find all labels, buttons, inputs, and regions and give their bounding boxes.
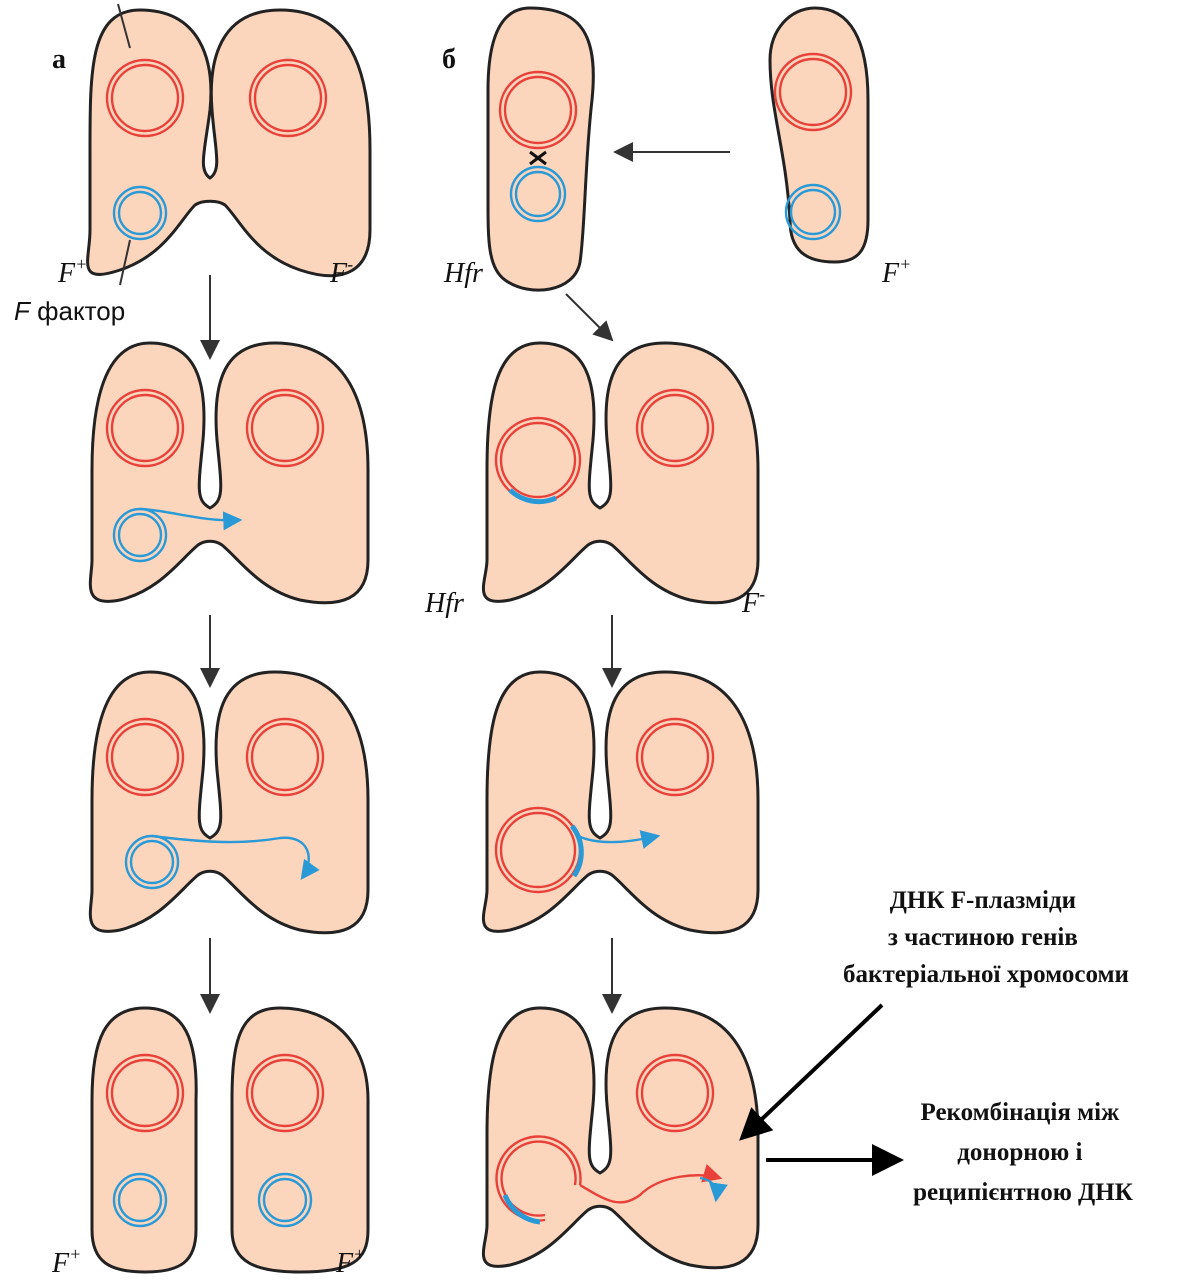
cell-pair-a3 xyxy=(90,672,368,933)
label-f-plus-b1: F+ xyxy=(881,254,911,289)
label-hfr-b2: Hfr xyxy=(424,588,464,619)
cell-pair-b2 xyxy=(483,343,758,603)
label-f-factor: F фактор xyxy=(14,296,125,326)
cell-pair-b4 xyxy=(483,1008,758,1268)
cell-pair-a2 xyxy=(90,343,368,603)
annotation-recombination: Рекомбінація між донорною і реципієнтною… xyxy=(913,1099,1133,1206)
cell-hfr-b1 xyxy=(488,8,593,290)
cell-f-plus-b1 xyxy=(770,8,868,262)
step-arrow-b1 xyxy=(566,294,612,340)
label-f-minus-b2: F- xyxy=(741,584,765,619)
pointer-f-plasmid xyxy=(742,1005,882,1138)
label-f-plus-a4-right: F+ xyxy=(335,1244,365,1279)
panel-label-b: б xyxy=(442,44,456,75)
cell-pair-b3 xyxy=(483,672,758,933)
annotation-f-plasmid-dna: ДНК F-плазміди з частиною генів бактеріа… xyxy=(843,887,1129,988)
cell-pair-a1 xyxy=(88,10,370,276)
cell-pair-a4 xyxy=(92,1008,368,1272)
label-f-plus-a1: F+ xyxy=(57,254,87,289)
label-hfr-b1: Hfr xyxy=(443,258,483,289)
label-f-minus-a1: F- xyxy=(329,254,353,289)
panel-label-a: а xyxy=(52,44,66,75)
label-f-plus-a4-left: F+ xyxy=(51,1244,81,1279)
